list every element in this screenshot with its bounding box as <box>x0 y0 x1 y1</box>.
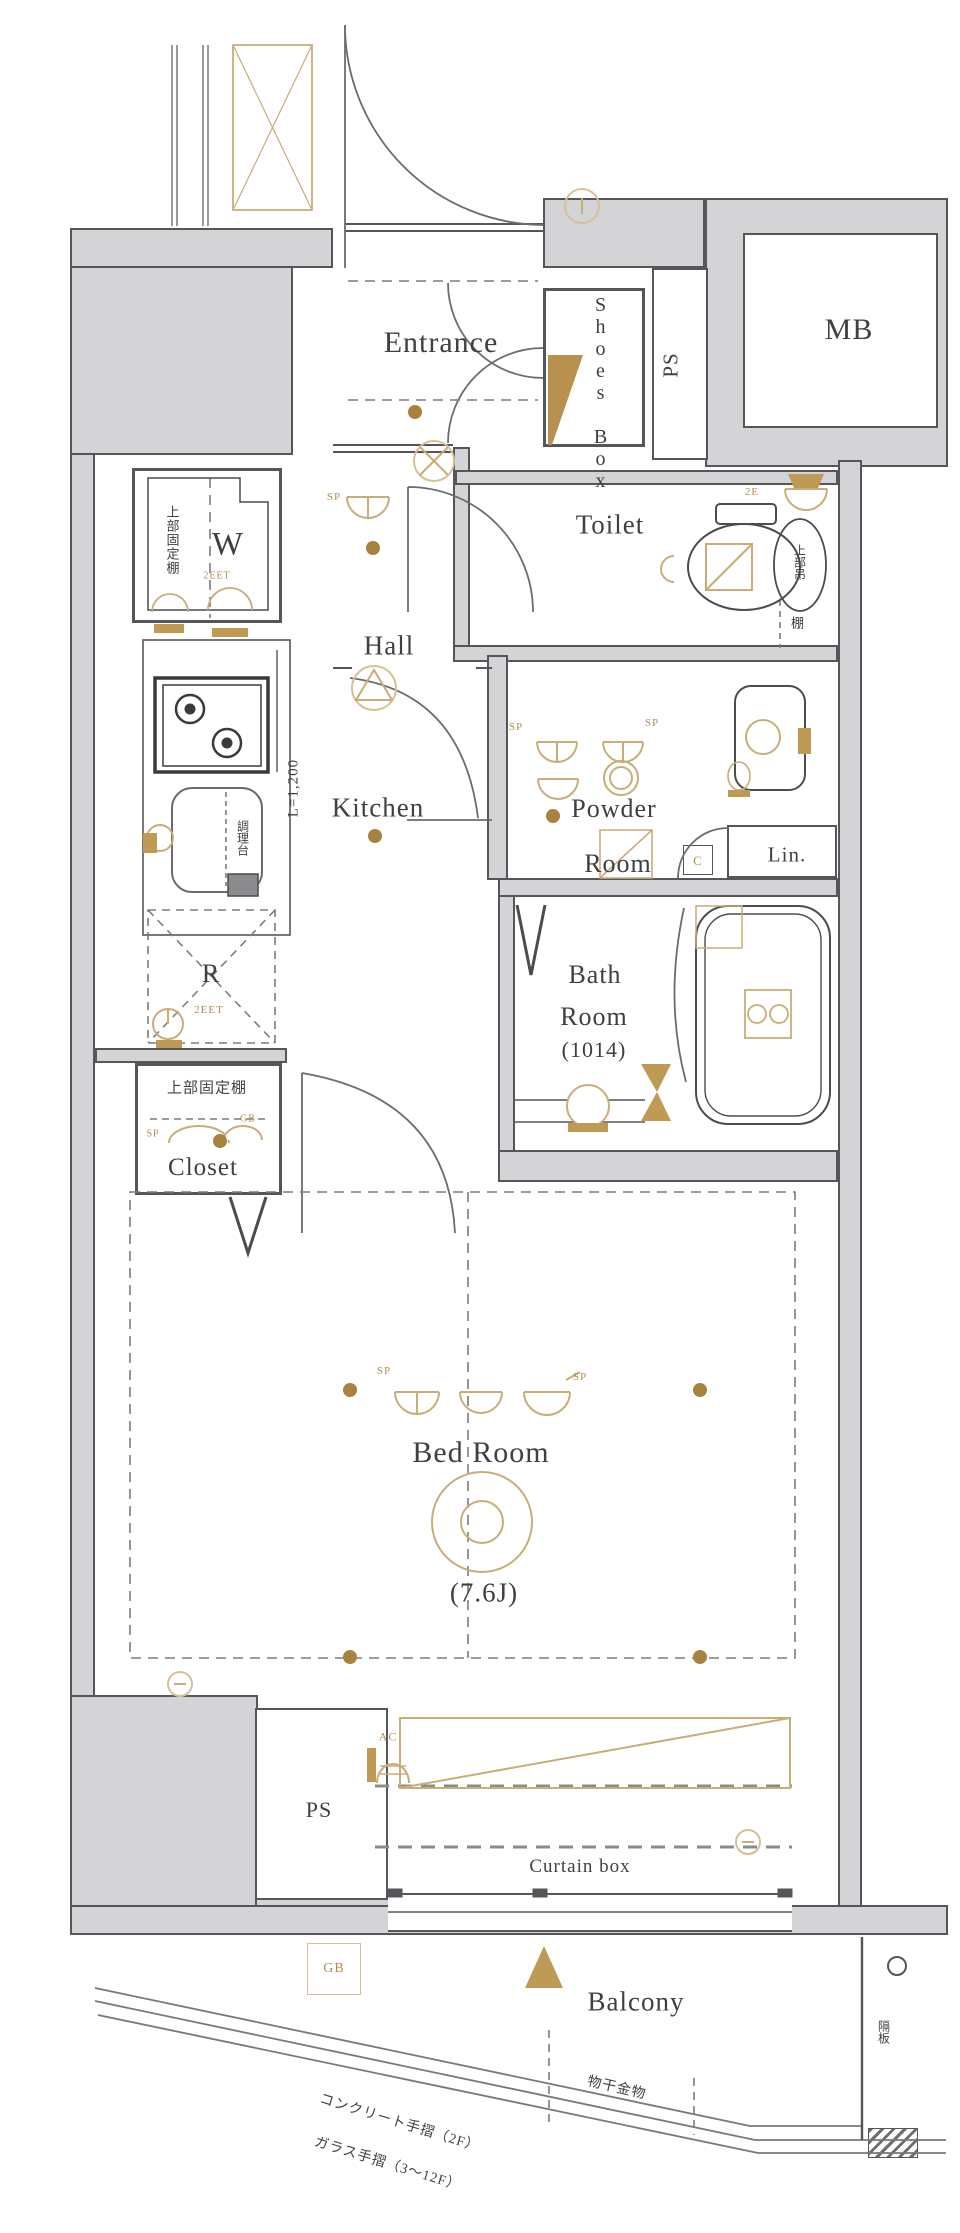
partition-note: 隔板 <box>876 2020 891 2044</box>
washer-shelf-note: 上部固定棚 <box>164 505 180 575</box>
sink-counter-note: 調理台 <box>235 820 250 856</box>
bath-room-label-2: Room <box>560 1002 628 1031</box>
window-dashed <box>375 1784 792 1849</box>
wall-top-left-block <box>70 266 293 455</box>
bath-faucet-icon <box>744 989 792 1039</box>
balcony-handrail <box>94 1937 946 2154</box>
sp-bedroom-1: SP <box>376 1365 392 1377</box>
kitchen-label: Kitchen <box>331 792 425 823</box>
entrance-label: Entrance <box>383 326 499 359</box>
wall-powder-bath <box>498 878 838 897</box>
bath-size-label: (1014) <box>561 1037 627 1062</box>
ps-upper-label: PS <box>658 352 683 378</box>
bath-door-fold-icon <box>515 904 547 976</box>
gb-closet: GB <box>240 1113 256 1125</box>
mb-label: MB <box>824 313 874 346</box>
shower-icon <box>641 1064 671 1121</box>
wall-top-left-band <box>70 228 333 268</box>
sp-powder-1: SP <box>508 721 524 733</box>
window-sill <box>388 1893 792 1932</box>
bathtub-icon <box>695 905 831 1125</box>
bed-icon <box>399 1717 791 1789</box>
gb-box <box>307 1943 361 1995</box>
bedroom-size-label: (7.6J) <box>449 1577 519 1608</box>
fridge-label: R <box>201 959 221 988</box>
downlight-dots <box>343 405 707 1664</box>
sp-bedroom-2: SP <box>572 1371 588 1383</box>
balcony-end-hatch <box>868 2128 918 2158</box>
closet-shelf-note: 上部固定棚 <box>166 1080 248 1097</box>
powder-room-label-2: Room <box>584 849 652 878</box>
washer-room <box>132 468 282 623</box>
wall-bottom-left-block <box>70 1695 258 1935</box>
stove-icon <box>153 676 270 774</box>
washbasin-icon <box>727 685 811 797</box>
ps-lower-label: PS <box>305 1797 333 1822</box>
wall-right <box>838 460 862 1910</box>
ac-label: AC <box>378 1729 398 1744</box>
wall-bath-bottom <box>498 1150 838 1182</box>
wall-corridor-powder <box>487 655 508 880</box>
hall-label: Hall <box>363 630 415 661</box>
toilet-shelf-note-2: 棚 <box>790 615 806 631</box>
counter-length-note: L=1,200 <box>285 758 302 818</box>
sp-closet: SP <box>146 1128 160 1140</box>
mb-box <box>743 233 938 428</box>
powder-room-label-1: Powder <box>571 794 657 823</box>
toilet-label: Toilet <box>575 509 645 540</box>
sp-powder-2: SP <box>644 717 660 729</box>
sprinkler-symbols <box>346 474 828 1416</box>
shoes-box-label: Shoes Box <box>589 294 612 492</box>
bath-room-label-1: Bath <box>568 960 622 989</box>
closet-door-fold-icon <box>228 1196 268 1258</box>
ps-lower-box <box>255 1708 388 1900</box>
wall-top-right-band <box>543 198 705 268</box>
wall-toilet-top <box>455 470 838 485</box>
outlet-2eet-washer: 2EET <box>203 570 231 582</box>
washer-label: W <box>211 526 245 563</box>
linen-label: Lin. <box>767 842 807 867</box>
balcony-triangle-icon <box>525 1946 563 1988</box>
balcony-label: Balcony <box>587 1986 685 2017</box>
wall-toilet-bottom <box>453 645 838 662</box>
closet-label: Closet <box>168 1154 238 1181</box>
ps-upper-box <box>652 268 708 460</box>
wall-bath-left <box>498 895 515 1182</box>
bedroom-label: Bed Room <box>412 1436 550 1469</box>
sp-hall: SP <box>326 491 342 503</box>
wall-kitchen-bottom <box>95 1048 287 1063</box>
bath-drain-icon <box>566 1084 610 1132</box>
outlet-2eet-fridge: 2EET <box>194 1004 224 1016</box>
c-mark-label: C <box>693 853 703 868</box>
outlet-2e-toilet: 2E <box>744 486 760 498</box>
toilet-shelf-note: 上部吊 <box>792 544 807 580</box>
toilet-icon <box>660 503 801 611</box>
laundry-hardware-note: 物干金物 <box>585 2074 648 2103</box>
wall-left <box>70 453 95 1700</box>
ceiling-light-icon <box>431 1471 533 1573</box>
curtain-box-label: Curtain box <box>529 1856 631 1877</box>
linen-box <box>727 825 837 878</box>
gb-label: GB <box>323 1961 345 1976</box>
exterior-lines <box>171 45 209 226</box>
fridge-outlet-icon <box>152 1008 184 1048</box>
duct-x-box-icon <box>232 44 313 211</box>
